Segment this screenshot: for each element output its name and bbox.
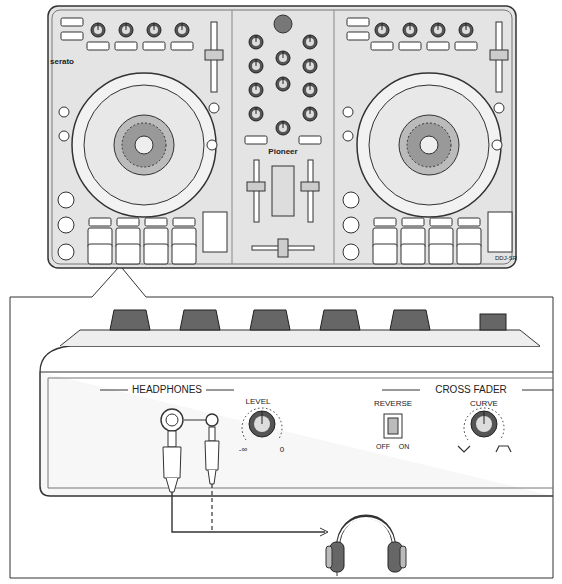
control-label: CURVE: [470, 400, 498, 408]
control-label: REVERSE: [374, 400, 412, 408]
brand-logo: serato: [50, 58, 74, 66]
scale-mark: -∞: [239, 446, 247, 454]
brand-logo: Pioneer: [268, 148, 297, 156]
section-title: CROSS FADER: [435, 385, 507, 395]
section-title: HEADPHONES: [132, 385, 202, 395]
scale-mark: 0: [280, 446, 284, 454]
switch-position: ON: [399, 443, 410, 450]
switch-position: OFF: [376, 443, 390, 450]
control-label: LEVEL: [246, 398, 271, 406]
model-name: DDJ-SR: [495, 255, 517, 261]
